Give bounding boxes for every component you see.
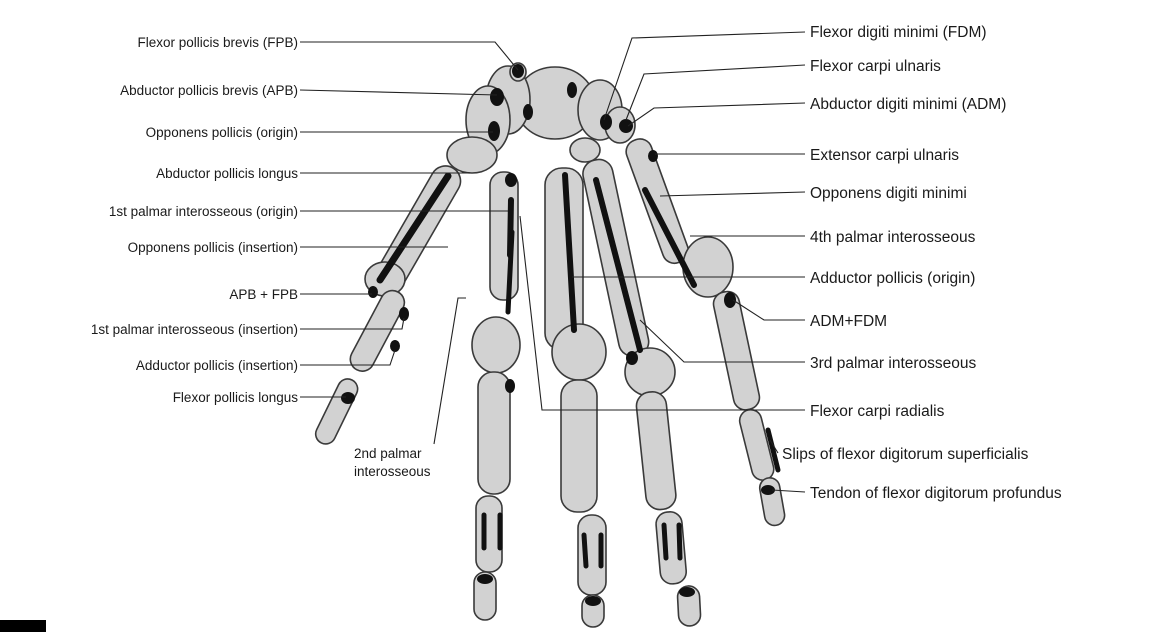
attachment-apb [490,88,504,106]
label-1st-palmar-interosseous-insertion: 1st palmar interosseous (insertion) [91,322,298,337]
label-opponens-pollicis-insertion: Opponens pollicis (insertion) [128,240,298,255]
attachment-fdp-ring [679,587,695,597]
label-2nd-palmar-line1: 2nd palmar [354,446,422,461]
leader-fpb [300,42,518,70]
attachment-fdp-index [477,574,493,584]
attachment-carpal-2 [567,82,577,98]
leader-apb [300,90,497,95]
label-extensor-carpi-ulnaris: Extensor carpi ulnaris [810,147,959,164]
index-metacarpal-head [472,317,520,373]
attachment-fds-slip-ring-b [679,525,680,558]
label-adductor-pollicis-insertion: Adductor pollicis (insertion) [136,358,298,373]
label-abductor-pollicis-longus: Abductor pollicis longus [156,166,298,181]
thumb-bones [312,137,497,447]
ring-proximal-phalanx [635,390,677,510]
label-abductor-pollicis-brevis: Abductor pollicis brevis (APB) [120,83,298,98]
attachment-fds-slip-middle-a [584,535,586,566]
attachment-fdp-middle [585,596,601,606]
attachment-3rd-palmar-dot [626,351,638,365]
thumb-proximal-phalanx [346,286,409,375]
label-apb-fpb: APB + FPB [229,287,298,302]
attachment-index-phalanx [505,379,515,393]
label-flexor-digiti-minimi: Flexor digiti minimi (FDM) [810,24,987,41]
attachment-carpal-1 [523,104,533,120]
label-flexor-pollicis-longus: Flexor pollicis longus [173,390,299,405]
little-proximal-phalanx [711,289,761,412]
label-adductor-pollicis-origin: Adductor pollicis (origin) [810,270,975,287]
attachment-fpb [512,64,524,78]
label-2nd-palmar-line2: interosseous [354,464,431,479]
label-flexor-carpi-ulnaris: Flexor carpi ulnaris [810,58,941,75]
index-proximal-phalanx [478,372,510,494]
label-tendon-of-flexor-digitorum-profundus: Tendon of flexor digitorum profundus [810,485,1062,502]
label-opponens-pollicis-origin: Opponens pollicis (origin) [146,125,298,140]
hamate-hook [570,138,600,162]
attachment-fdm [600,114,612,130]
label-slips-of-flexor-digitorum-superficialis: Slips of flexor digitorum superficialis [782,446,1029,463]
attachment-fpl [341,392,355,404]
right-labels: Flexor digiti minimi (FDM) Flexor carpi … [782,24,1062,502]
label-flexor-carpi-radialis: Flexor carpi radialis [810,403,945,420]
attachment-adm [619,119,633,133]
attachment-opponens-origin [488,121,500,141]
label-abductor-digiti-minimi: Abductor digiti minimi (ADM) [810,96,1006,113]
little-distal-phalanx [758,476,786,527]
leader-adm-fdm [733,300,805,320]
left-labels: Flexor pollicis brevis (FPB) Abductor po… [91,35,298,405]
corner-black-mark [0,620,46,632]
label-1st-palmar-interosseous-origin: 1st palmar interosseous (origin) [109,204,298,219]
middle-proximal-phalanx [561,380,597,512]
label-3rd-palmar-interosseous: 3rd palmar interosseous [810,355,977,372]
center-label: 2nd palmar interosseous [354,446,431,479]
label-opponens-digiti-minimi: Opponens digiti minimi [810,185,967,202]
attachment-palmar-origin-dot [505,173,517,187]
attachment-adm-fdm [724,292,736,308]
thumb-metacarpal-base [447,137,497,173]
leader-fcu [626,65,805,120]
middle-metacarpal-head [552,324,606,380]
leader-2nd-palmar [434,298,466,444]
label-flexor-pollicis-brevis: Flexor pollicis brevis (FPB) [137,35,298,50]
label-4th-palmar-interosseous: 4th palmar interosseous [810,229,976,246]
attachment-ecu [648,150,658,162]
little-metacarpal-head [683,237,733,297]
leader-adm [628,103,805,126]
leader-opponens-digiti-minimi [660,192,805,196]
attachment-fds-slip-ring-a [664,525,666,558]
ring-middle-phalanx [655,511,687,585]
thumb-distal-phalanx [312,376,361,448]
leader-adductor-insertion [300,350,395,365]
attachment-apb-fpb [368,286,378,298]
label-adm-fdm: ADM+FDM [810,313,887,330]
